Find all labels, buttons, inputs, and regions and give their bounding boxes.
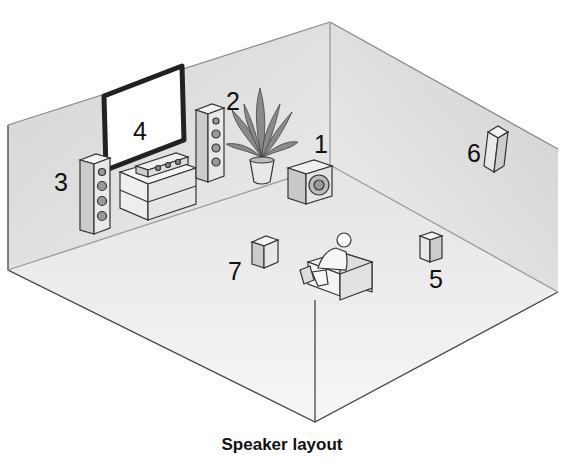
callout-number: 5 [429, 267, 443, 292]
room-edges [8, 22, 558, 422]
callout-number: 6 [467, 141, 481, 166]
back-speaker [484, 126, 508, 172]
front-left-speaker [80, 154, 110, 234]
subwoofer [288, 160, 332, 204]
center-speaker [136, 153, 188, 177]
caption: Speaker layout [222, 435, 343, 455]
surround-right-speaker [420, 232, 442, 262]
callout-number: 7 [228, 259, 242, 284]
callout-number: 3 [54, 170, 68, 195]
surround-left-speaker [252, 236, 278, 268]
callout-number: 4 [133, 119, 147, 144]
callout-number: 2 [226, 89, 240, 114]
listener-chair [300, 233, 372, 300]
plant [226, 88, 298, 184]
callout-number: 1 [314, 132, 328, 157]
av-rack [120, 158, 196, 220]
front-right-speaker [196, 104, 224, 182]
